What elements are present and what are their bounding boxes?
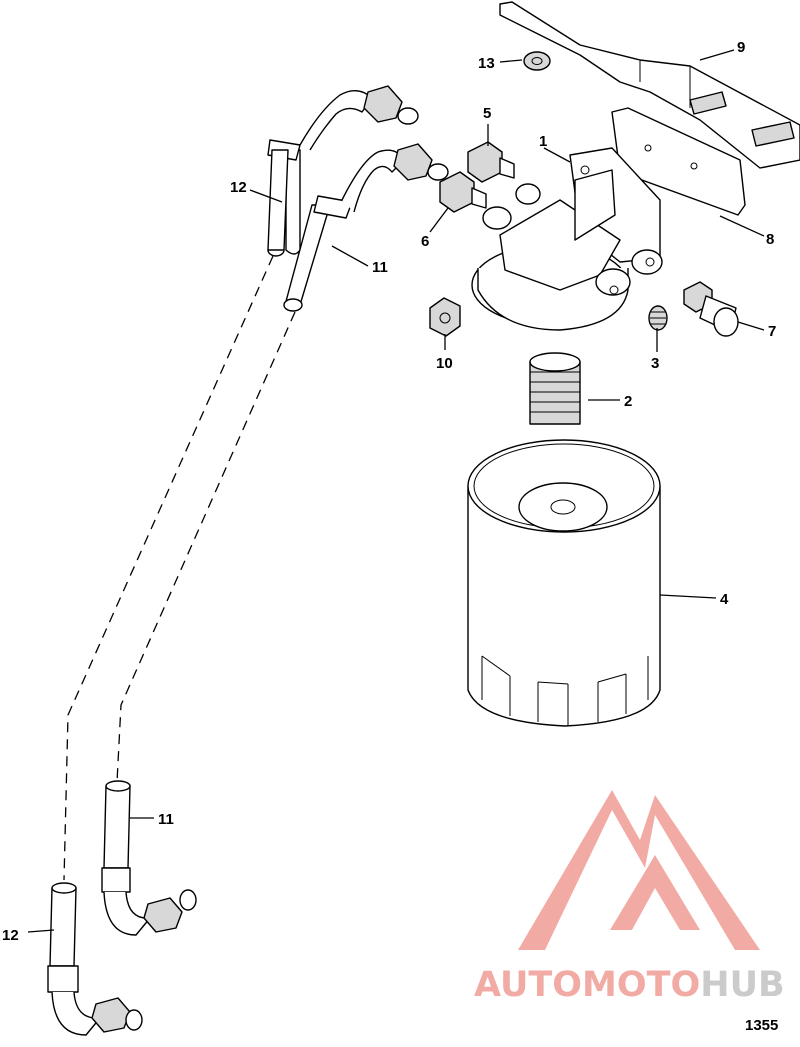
callout-11-lower: 11	[158, 811, 174, 828]
callout-9: 9	[737, 39, 745, 56]
part-plug-3	[648, 305, 668, 331]
part-fitting-5	[467, 141, 515, 183]
callout-4: 4	[720, 591, 729, 608]
callout-6: 6	[421, 233, 429, 250]
part-fuel-line-upper-11	[283, 143, 449, 312]
part-fuel-line-upper-12	[267, 85, 419, 257]
part-fuel-line-lower-11	[101, 780, 197, 936]
callout-13: 13	[478, 55, 495, 72]
callout-12-upper: 12	[230, 179, 247, 196]
watermark-logo: AUTOMOTOHUB	[474, 790, 785, 1005]
watermark-triangle	[518, 790, 760, 950]
fuel-line-routing-dashed	[63, 255, 296, 881]
callout-8: 8	[766, 231, 774, 248]
part-filter-head	[471, 147, 663, 331]
watermark-brand-part2: HUB	[700, 965, 784, 1005]
callout-12-lower: 12	[2, 927, 19, 944]
leader-lines	[27, 49, 765, 933]
part-nut-13	[523, 51, 551, 71]
callout-7: 7	[768, 323, 776, 340]
callout-labels: 1 2 3 4 5 6 7 8 9 10 11 11 12 12 13	[2, 39, 776, 944]
part-bracket	[499, 1, 800, 169]
watermark-inner-shape	[610, 855, 700, 930]
part-bolt-7	[683, 281, 739, 337]
watermark-brand-part1: AUTOMOTO	[474, 965, 700, 1005]
part-nut-10	[429, 297, 461, 337]
part-fitting-6	[439, 171, 487, 213]
part-filter-element	[467, 439, 661, 727]
callout-5: 5	[483, 105, 491, 122]
callout-3: 3	[651, 355, 659, 372]
callout-10: 10	[436, 355, 453, 372]
callout-11-upper: 11	[372, 259, 388, 276]
watermark-text: AUTOMOTOHUB	[474, 965, 785, 1005]
part-nipple	[529, 352, 581, 425]
callout-1: 1	[539, 133, 547, 150]
figure-number: 1355	[745, 1017, 778, 1034]
callout-2: 2	[624, 393, 632, 410]
part-fuel-line-lower-12	[47, 882, 143, 1036]
